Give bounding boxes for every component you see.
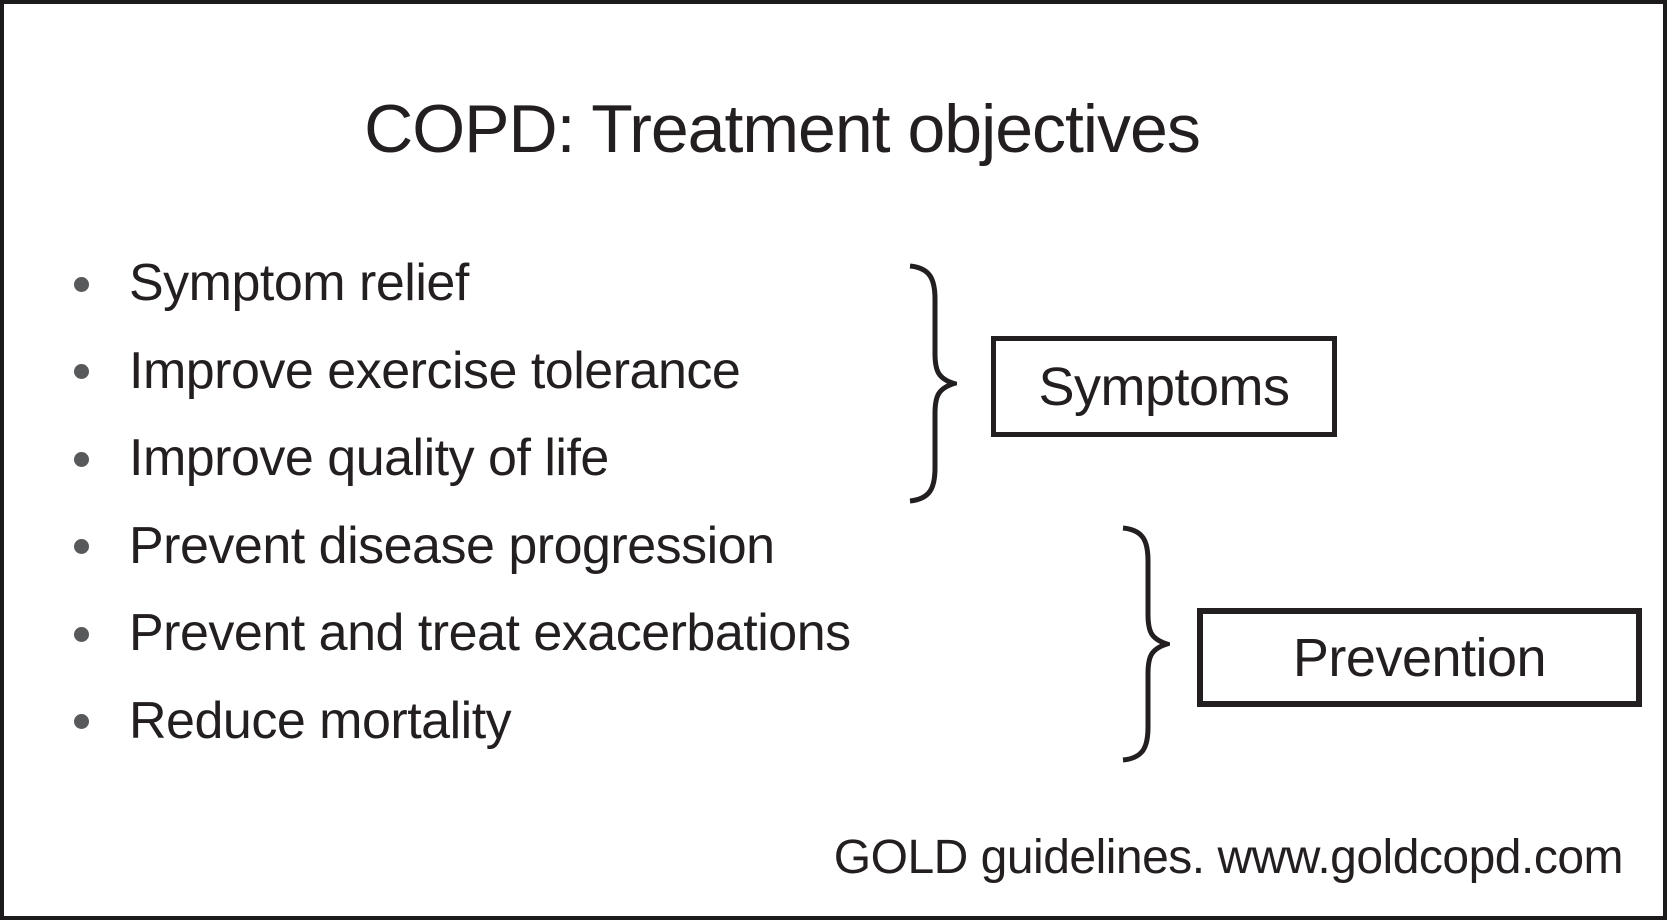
bullet-dot-icon xyxy=(74,276,89,292)
bullet-item-label: Reduce mortality xyxy=(129,691,512,750)
bullet-dot-icon xyxy=(74,626,89,642)
bullet-dot-icon xyxy=(74,714,89,730)
bullet-dot-icon xyxy=(74,539,89,555)
bullet-item: Symptom relief xyxy=(4,240,851,328)
bullet-list: Symptom relief Improve exercise toleranc… xyxy=(4,240,851,765)
bullet-item: Prevent and treat exacerbations xyxy=(4,590,851,678)
bullet-dot-icon xyxy=(74,451,89,467)
bullet-item-label: Prevent disease progression xyxy=(129,516,775,575)
bullet-item: Prevent disease progression xyxy=(4,503,851,591)
symptoms-box: Symptoms xyxy=(991,336,1337,437)
symptoms-box-label: Symptoms xyxy=(1038,356,1290,417)
bullet-item-label: Symptom relief xyxy=(129,254,469,312)
bullet-dot-icon xyxy=(74,364,89,380)
page-title: COPD: Treatment objectives xyxy=(364,91,1201,167)
prevention-box-label: Prevention xyxy=(1292,627,1547,688)
bullet-item: Improve quality of life xyxy=(4,415,851,503)
prevention-box: Prevention xyxy=(1197,608,1642,707)
prevention-brace-icon xyxy=(1120,525,1170,763)
bullet-item: Reduce mortality xyxy=(4,678,851,766)
bullet-item-label: Improve exercise tolerance xyxy=(129,341,741,400)
citation-text: GOLD guidelines. www.goldcopd.com xyxy=(833,831,1624,884)
bullet-item-label: Prevent and treat exacerbations xyxy=(129,604,851,662)
bullet-item: Improve exercise tolerance xyxy=(4,328,851,416)
symptoms-brace-icon xyxy=(907,263,957,504)
bullet-item-label: Improve quality of life xyxy=(129,429,609,487)
